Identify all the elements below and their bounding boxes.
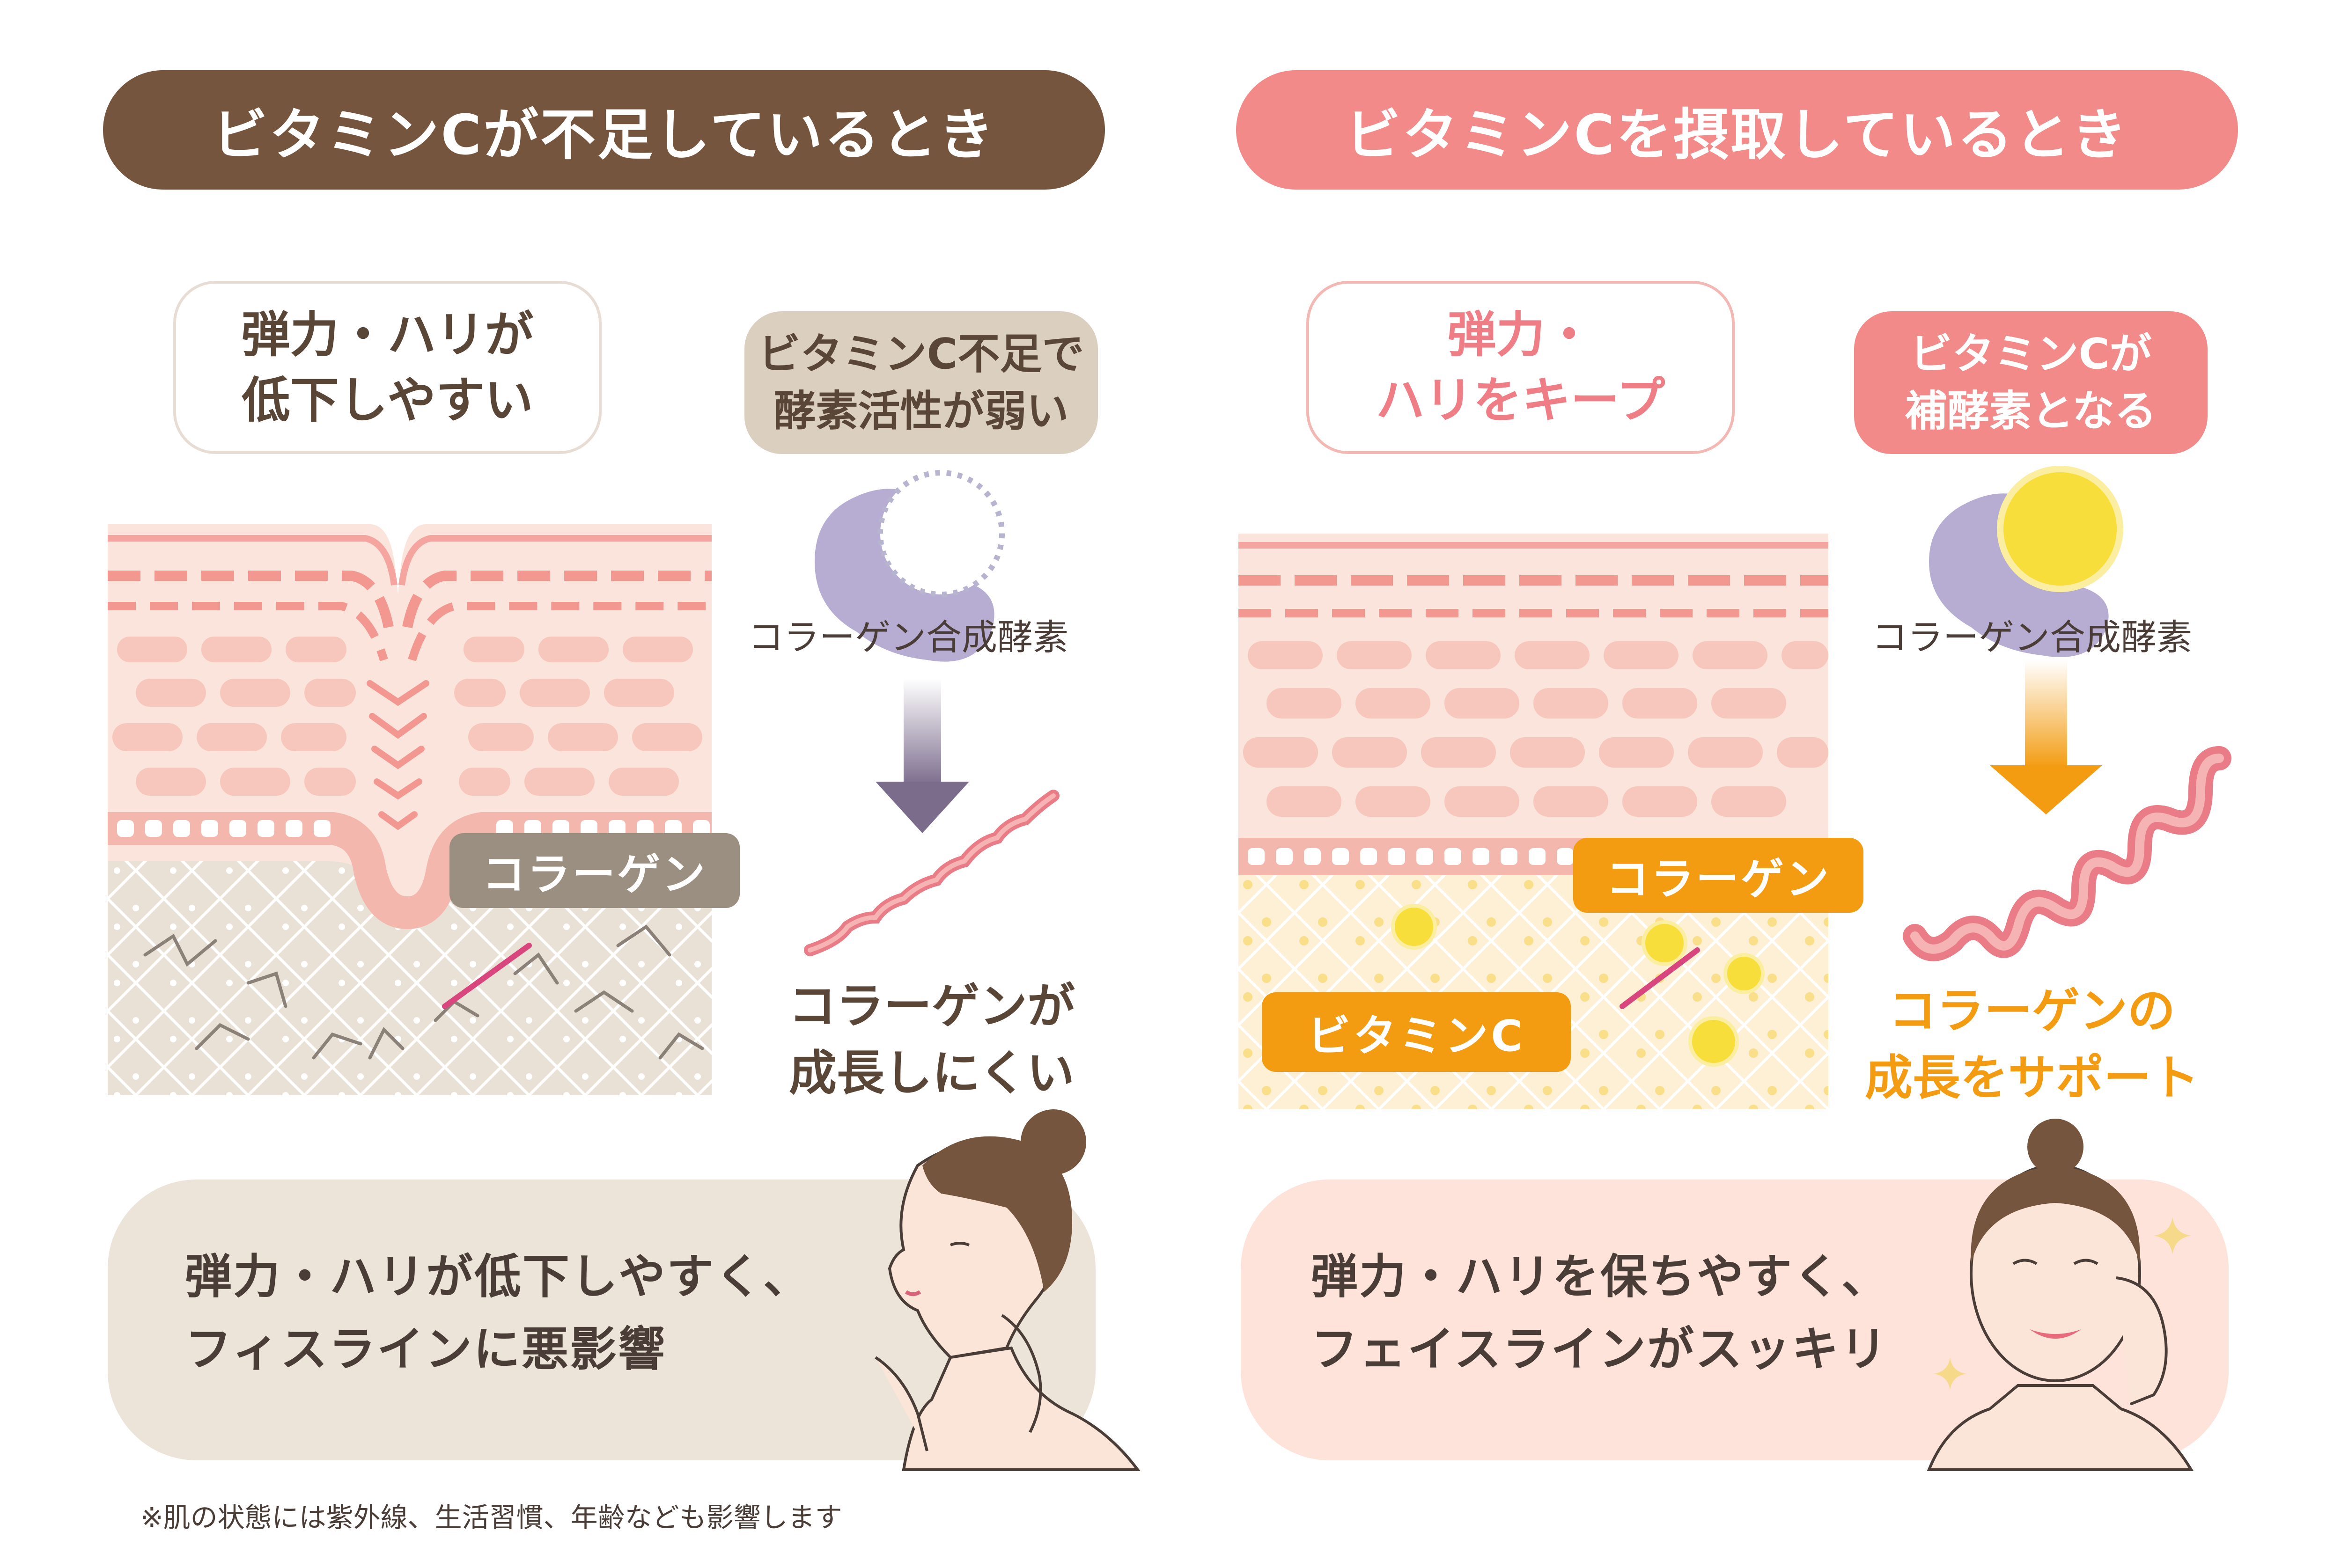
- left-bottom-line-2: フィスラインに悪影響: [185, 1322, 666, 1377]
- right-header: ビタミンCを摂取しているとき: [1236, 70, 2238, 190]
- right-bottom-line-1: 弾力・ハリを保ちやすく、: [1311, 1249, 1890, 1304]
- right-callout-line-2: ハリをキープ: [1376, 372, 1665, 429]
- right-callout-line-1: 弾力・: [1447, 306, 1594, 363]
- right-callout: 弾力・ ハリをキープ: [1306, 281, 1735, 454]
- left-down-arrow: [876, 679, 969, 833]
- left-skin-diagram: [108, 506, 712, 1095]
- left-callout-line-2: 低下しやすい: [242, 372, 533, 429]
- left-enzyme-tag-line-1: ビタミンC不足で: [758, 330, 1084, 379]
- right-bottom-text: 弾力・ハリを保ちやすく、 フェイスラインがスッキリ: [1311, 1240, 1890, 1385]
- right-vitamin-tag: ビタミンC: [1262, 992, 1571, 1072]
- right-enzyme-shape: [1929, 466, 2123, 657]
- left-weak-collagen-strand: [804, 790, 1060, 956]
- right-result-line-2: 成長をサポート: [1865, 1050, 2199, 1106]
- left-result-line-1: コラーゲンが: [788, 979, 1075, 1034]
- left-callout: 弾力・ハリが 低下しやすい: [173, 281, 602, 454]
- right-healthy-collagen-strand: [1903, 746, 2231, 961]
- right-enzyme-tag-line-1: ビタミンCが: [1910, 330, 2152, 379]
- right-enzyme-tag: ビタミンCが 補酵素となる: [1854, 311, 2208, 454]
- sparkle-icon-small: [1934, 1357, 1966, 1390]
- right-down-arrow: [1990, 660, 2102, 814]
- left-bottom-line-1: 弾力・ハリが低下しやすく、: [185, 1249, 811, 1304]
- left-header: ビタミンCが不足しているとき: [103, 70, 1105, 190]
- left-enzyme-tag: ビタミンC不足で 酵素活性が弱い: [744, 311, 1098, 454]
- sparkle-icon: [2154, 1217, 2191, 1254]
- footnote: ※肌の状態には紫外線、生活習慣、年齢なども影響します: [140, 1502, 842, 1533]
- left-enzyme-shape: [815, 470, 1005, 662]
- left-collagen-tag: コラーゲン: [449, 833, 740, 908]
- left-bottom-text: 弾力・ハリが低下しやすく、 フィスラインに悪影響: [185, 1240, 811, 1385]
- left-enzyme-tag-line-2: 酵素活性が弱い: [773, 386, 1069, 436]
- right-result-line-1: コラーゲンの: [1889, 983, 2175, 1039]
- right-enzyme-label: コラーゲン合成酵素: [1872, 616, 2192, 658]
- left-woman-illustration: [875, 1109, 1141, 1471]
- left-callout-line-1: 弾力・ハリが: [241, 306, 534, 363]
- right-bottom-line-2: フェイスラインがスッキリ: [1311, 1322, 1888, 1377]
- right-enzyme-tag-line-2: 補酵素となる: [1905, 386, 2157, 436]
- right-collagen-tag: コラーゲン: [1573, 838, 1863, 913]
- left-result-line-2: 成長しにくい: [789, 1045, 1075, 1101]
- right-woman-illustration: [1927, 1119, 2194, 1471]
- left-result-text: コラーゲンが 成長しにくい: [768, 974, 1096, 1107]
- right-result-text: コラーゲンの 成長をサポート: [1849, 978, 2215, 1112]
- left-enzyme-label: コラーゲン合成酵素: [748, 616, 1068, 658]
